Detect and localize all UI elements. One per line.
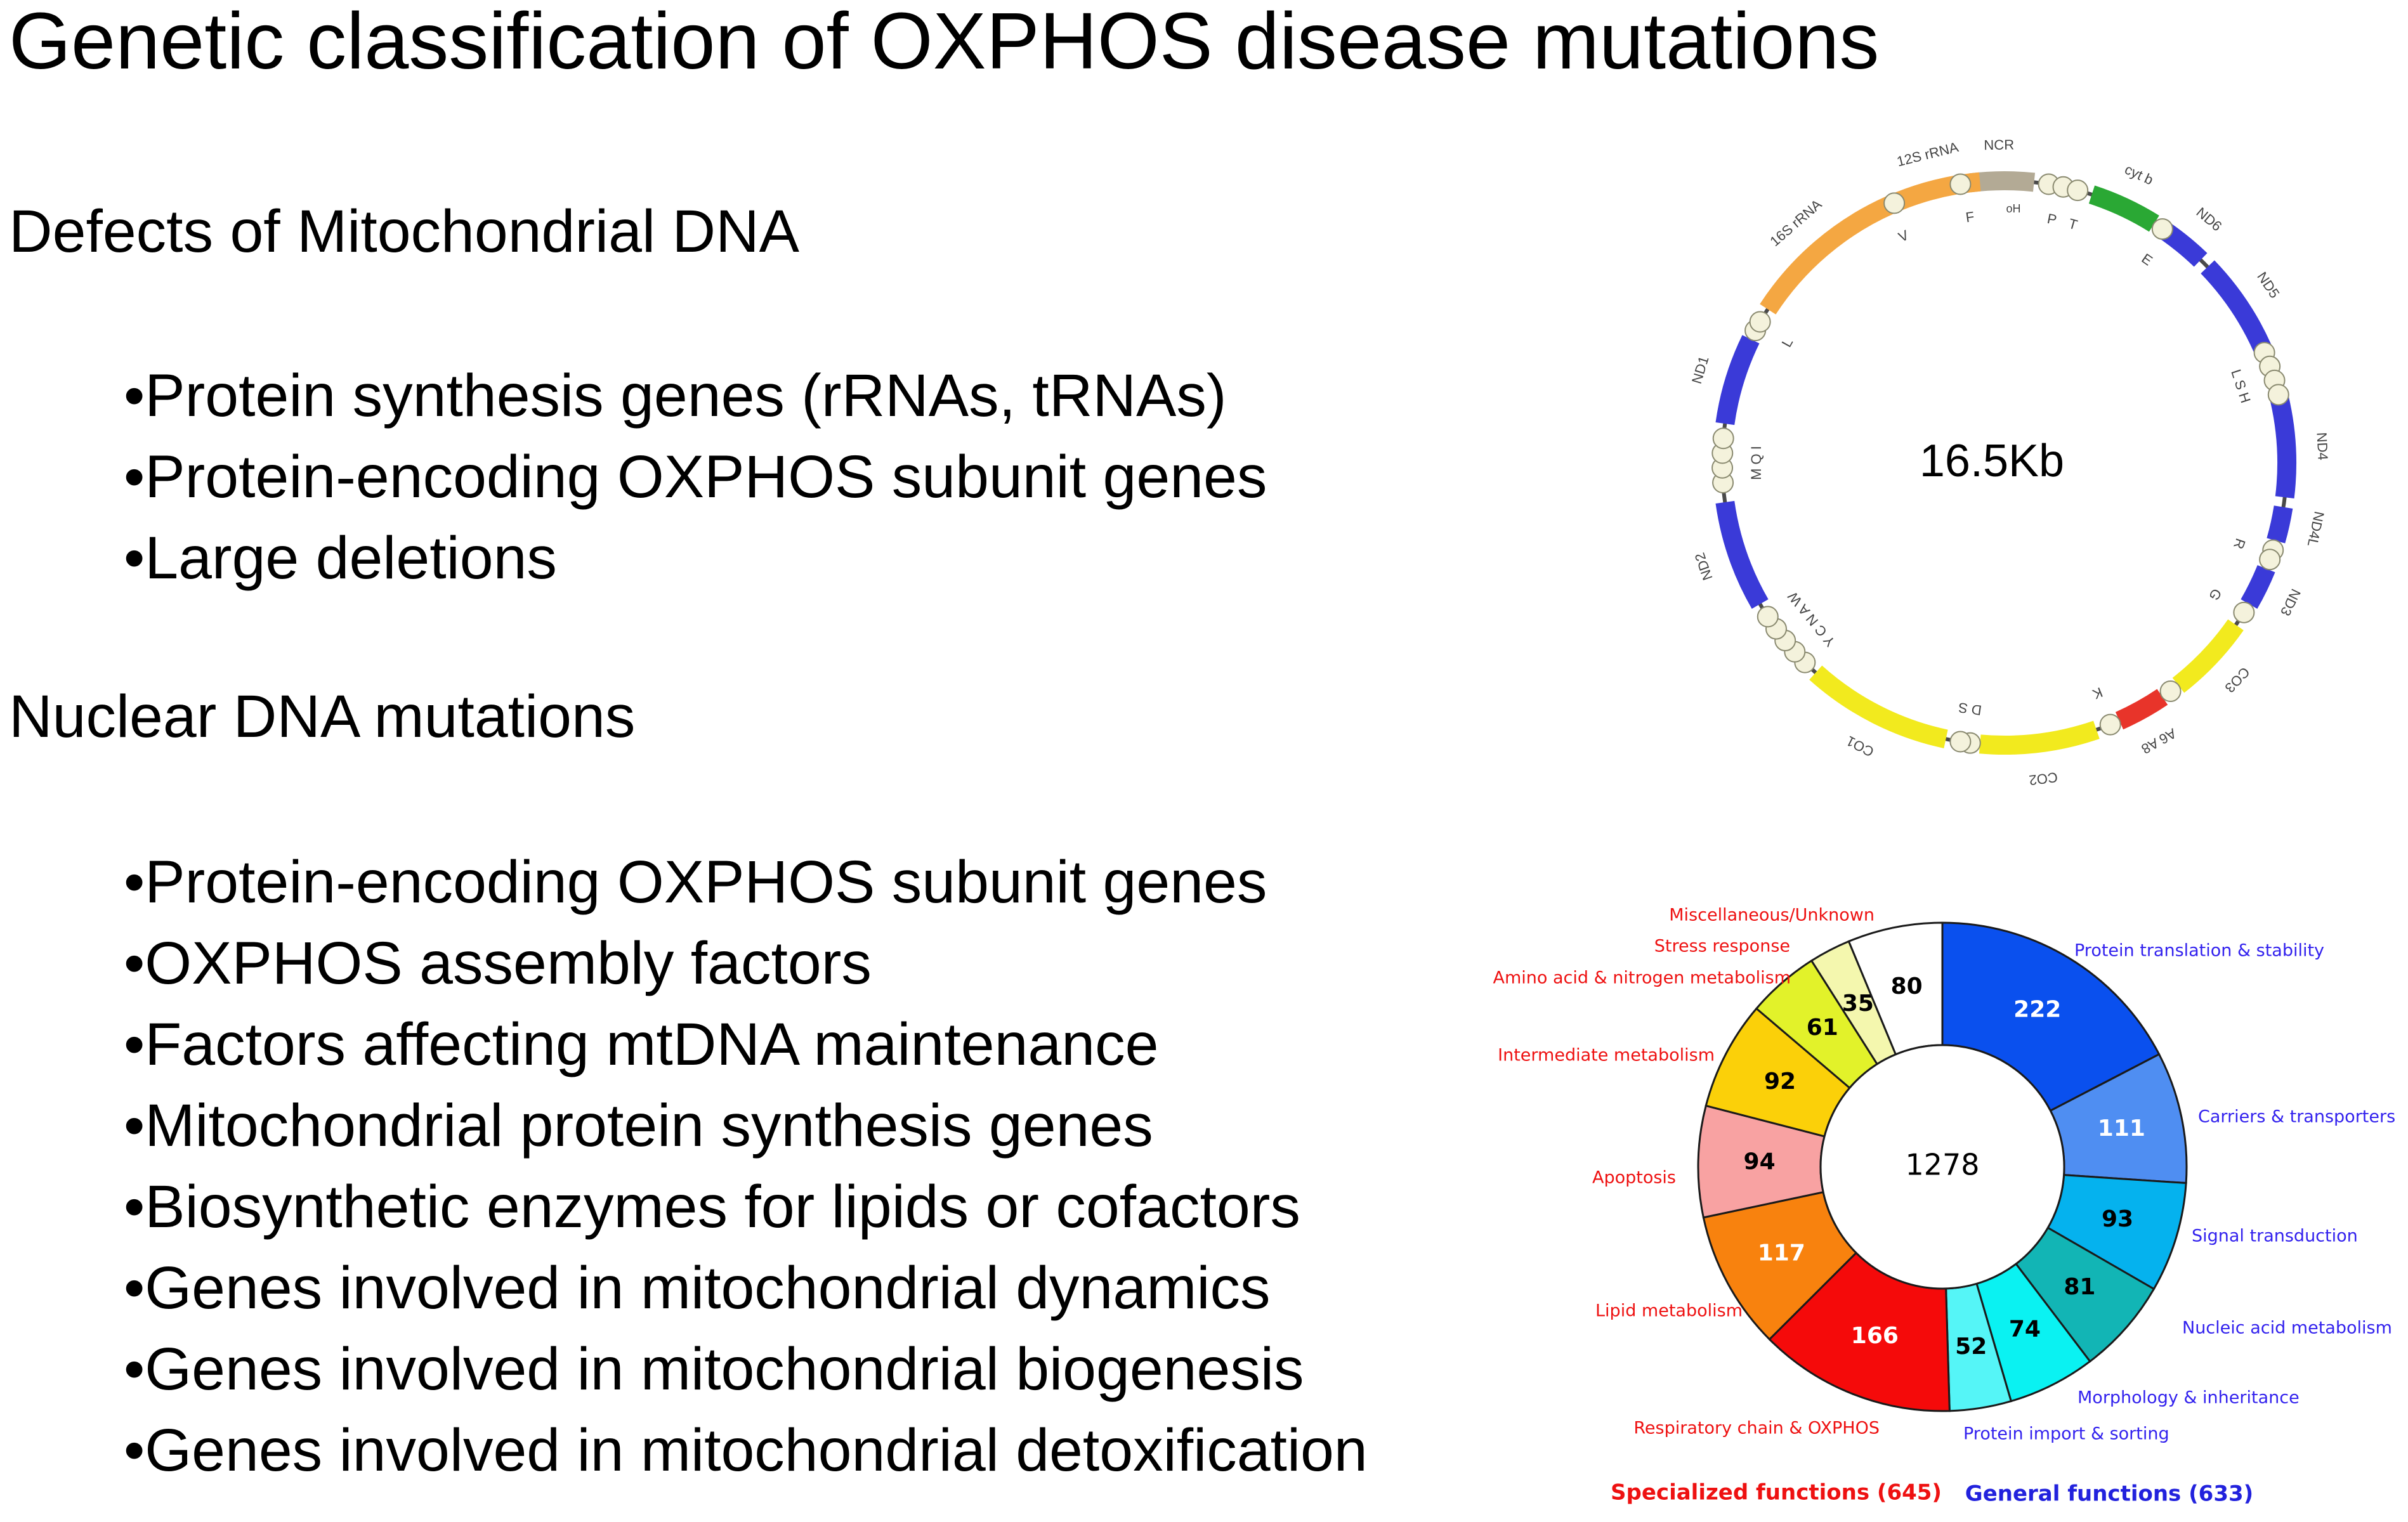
group-total-label: Specialized functions (645) xyxy=(1611,1480,1942,1506)
segment-name-label: Lipid metabolism xyxy=(1595,1301,1743,1321)
segment-value-label: 61 xyxy=(1807,1015,1838,1041)
bullet-item: OXPHOS assembly factors xyxy=(124,923,1368,1004)
segment-name-label: Miscellaneous/Unknown xyxy=(1669,906,1875,925)
bullet-item: Biosynthetic enzymes for lipids or cofac… xyxy=(124,1166,1368,1247)
trna-label: P xyxy=(2046,211,2058,228)
bullet-item: Large deletions xyxy=(124,517,1267,599)
trna-bead xyxy=(1949,173,1972,195)
segment-value-label: 92 xyxy=(1764,1069,1796,1095)
trna-bead xyxy=(2159,680,2182,703)
trna-bead xyxy=(1712,427,1734,450)
segment-name-label: Apoptosis xyxy=(1592,1168,1676,1188)
donut-total-label: 1278 xyxy=(1905,1148,1979,1182)
segment-name-label: Carriers & transporters xyxy=(2198,1107,2395,1127)
segment-value-label: 94 xyxy=(1744,1149,1776,1175)
segment-name-label: Respiratory chain & OXPHOS xyxy=(1633,1419,1880,1438)
trna-label: R xyxy=(2230,537,2249,551)
trna-bead xyxy=(2067,179,2089,202)
trna-bead xyxy=(1757,606,1779,628)
mtdna-gene-label: ND4 xyxy=(2313,432,2331,460)
group-total-label: General functions (633) xyxy=(1965,1481,2253,1507)
trna-label: F xyxy=(1965,209,1975,226)
segment-name-label: Morphology & inheritance xyxy=(2078,1388,2300,1408)
trna-label: M Q I xyxy=(1748,446,1764,480)
segment-name-label: Nucleic acid metabolism xyxy=(2182,1318,2392,1338)
segment-name-label: Protein translation & stability xyxy=(2074,941,2324,961)
mtdna-gene-nd1 xyxy=(1715,335,1760,426)
bullet-item: Mitochondrial protein synthesis genes xyxy=(124,1085,1368,1166)
trna-bead xyxy=(1749,311,1771,333)
bullet-item: Factors affecting mtDNA maintenance xyxy=(124,1004,1368,1085)
mtdna-gene-16s-rrna xyxy=(1760,196,1894,315)
segment-name-label: Protein import & sorting xyxy=(1963,1424,2169,1444)
slide-title: Genetic classification of OXPHOS disease… xyxy=(9,0,1880,86)
mtdna-size-label: 16.5Kb xyxy=(1920,436,2064,486)
trna-bead xyxy=(2233,601,2255,623)
trna-bead xyxy=(1883,192,1906,214)
trna-bead xyxy=(2267,384,2289,406)
mtdna-gene-12s-rrna xyxy=(1895,172,1981,211)
mtdna-gene-nd5 xyxy=(2201,260,2272,353)
promoter-label: oH xyxy=(2006,202,2020,215)
mtdna-gene-cyt-b xyxy=(2088,185,2159,232)
bullet-item: Protein-encoding OXPHOS subunit genes xyxy=(124,842,1368,923)
mtdna-gene-co3 xyxy=(2172,619,2244,693)
trna-bead xyxy=(2151,218,2173,240)
trna-bead xyxy=(1949,731,1972,753)
mtdna-bullet-list: Protein synthesis genes (rRNAs, tRNAs) P… xyxy=(124,355,1267,599)
segment-name-label: Signal transduction xyxy=(2192,1226,2358,1246)
donut-hole xyxy=(1819,1044,2065,1290)
segment-value-label: 222 xyxy=(2013,996,2061,1022)
mtdna-gene-a6-a8 xyxy=(2115,689,2168,730)
bullet-item: Protein-encoding OXPHOS subunit genes xyxy=(124,436,1267,517)
trna-label: T xyxy=(2067,216,2079,233)
segment-value-label: 117 xyxy=(1758,1240,1805,1266)
mtdna-gene-nd2 xyxy=(1715,500,1769,609)
nuclear-heading: Nuclear DNA mutations xyxy=(9,683,636,750)
segment-name-label: Intermediate metabolism xyxy=(1498,1046,1715,1065)
mtdna-gene-co1 xyxy=(1809,665,1948,748)
mtdna-gene-label: CO2 xyxy=(2028,769,2058,788)
bullet-item: Genes involved in mitochondrial biogenes… xyxy=(124,1329,1368,1410)
bullet-item: Protein synthesis genes (rRNAs, tRNAs) xyxy=(124,355,1267,436)
trna-bead xyxy=(2099,713,2121,736)
trna-bead xyxy=(2259,549,2281,571)
segment-name-label: Stress response xyxy=(1654,937,1790,956)
segment-name-label: Amino acid & nitrogen metabolism xyxy=(1493,968,1791,988)
nuclear-bullet-list: Protein-encoding OXPHOS subunit genes OX… xyxy=(124,842,1368,1491)
segment-value-label: 93 xyxy=(2102,1206,2133,1232)
segment-value-label: 166 xyxy=(1851,1323,1899,1349)
bullet-item: Genes involved in mitochondrial dynamics xyxy=(124,1247,1368,1329)
mtdna-heading: Defects of Mitochondrial DNA xyxy=(9,198,800,265)
segment-value-label: 80 xyxy=(1891,973,1923,999)
segment-value-label: 81 xyxy=(2064,1274,2095,1300)
segment-value-label: 52 xyxy=(1955,1334,1987,1360)
segment-value-label: 74 xyxy=(2009,1317,2041,1343)
mtdna-gene-co2 xyxy=(1979,720,2100,755)
bullet-item: Genes involved in mitochondrial detoxifi… xyxy=(124,1410,1367,1491)
trna-label: D S xyxy=(1958,699,1983,719)
segment-value-label: 111 xyxy=(2098,1115,2145,1142)
mtdna-gene-nd4 xyxy=(2270,397,2296,499)
segment-value-label: 35 xyxy=(1842,991,1874,1017)
mtdna-gene-label: NCR xyxy=(1984,136,2014,153)
